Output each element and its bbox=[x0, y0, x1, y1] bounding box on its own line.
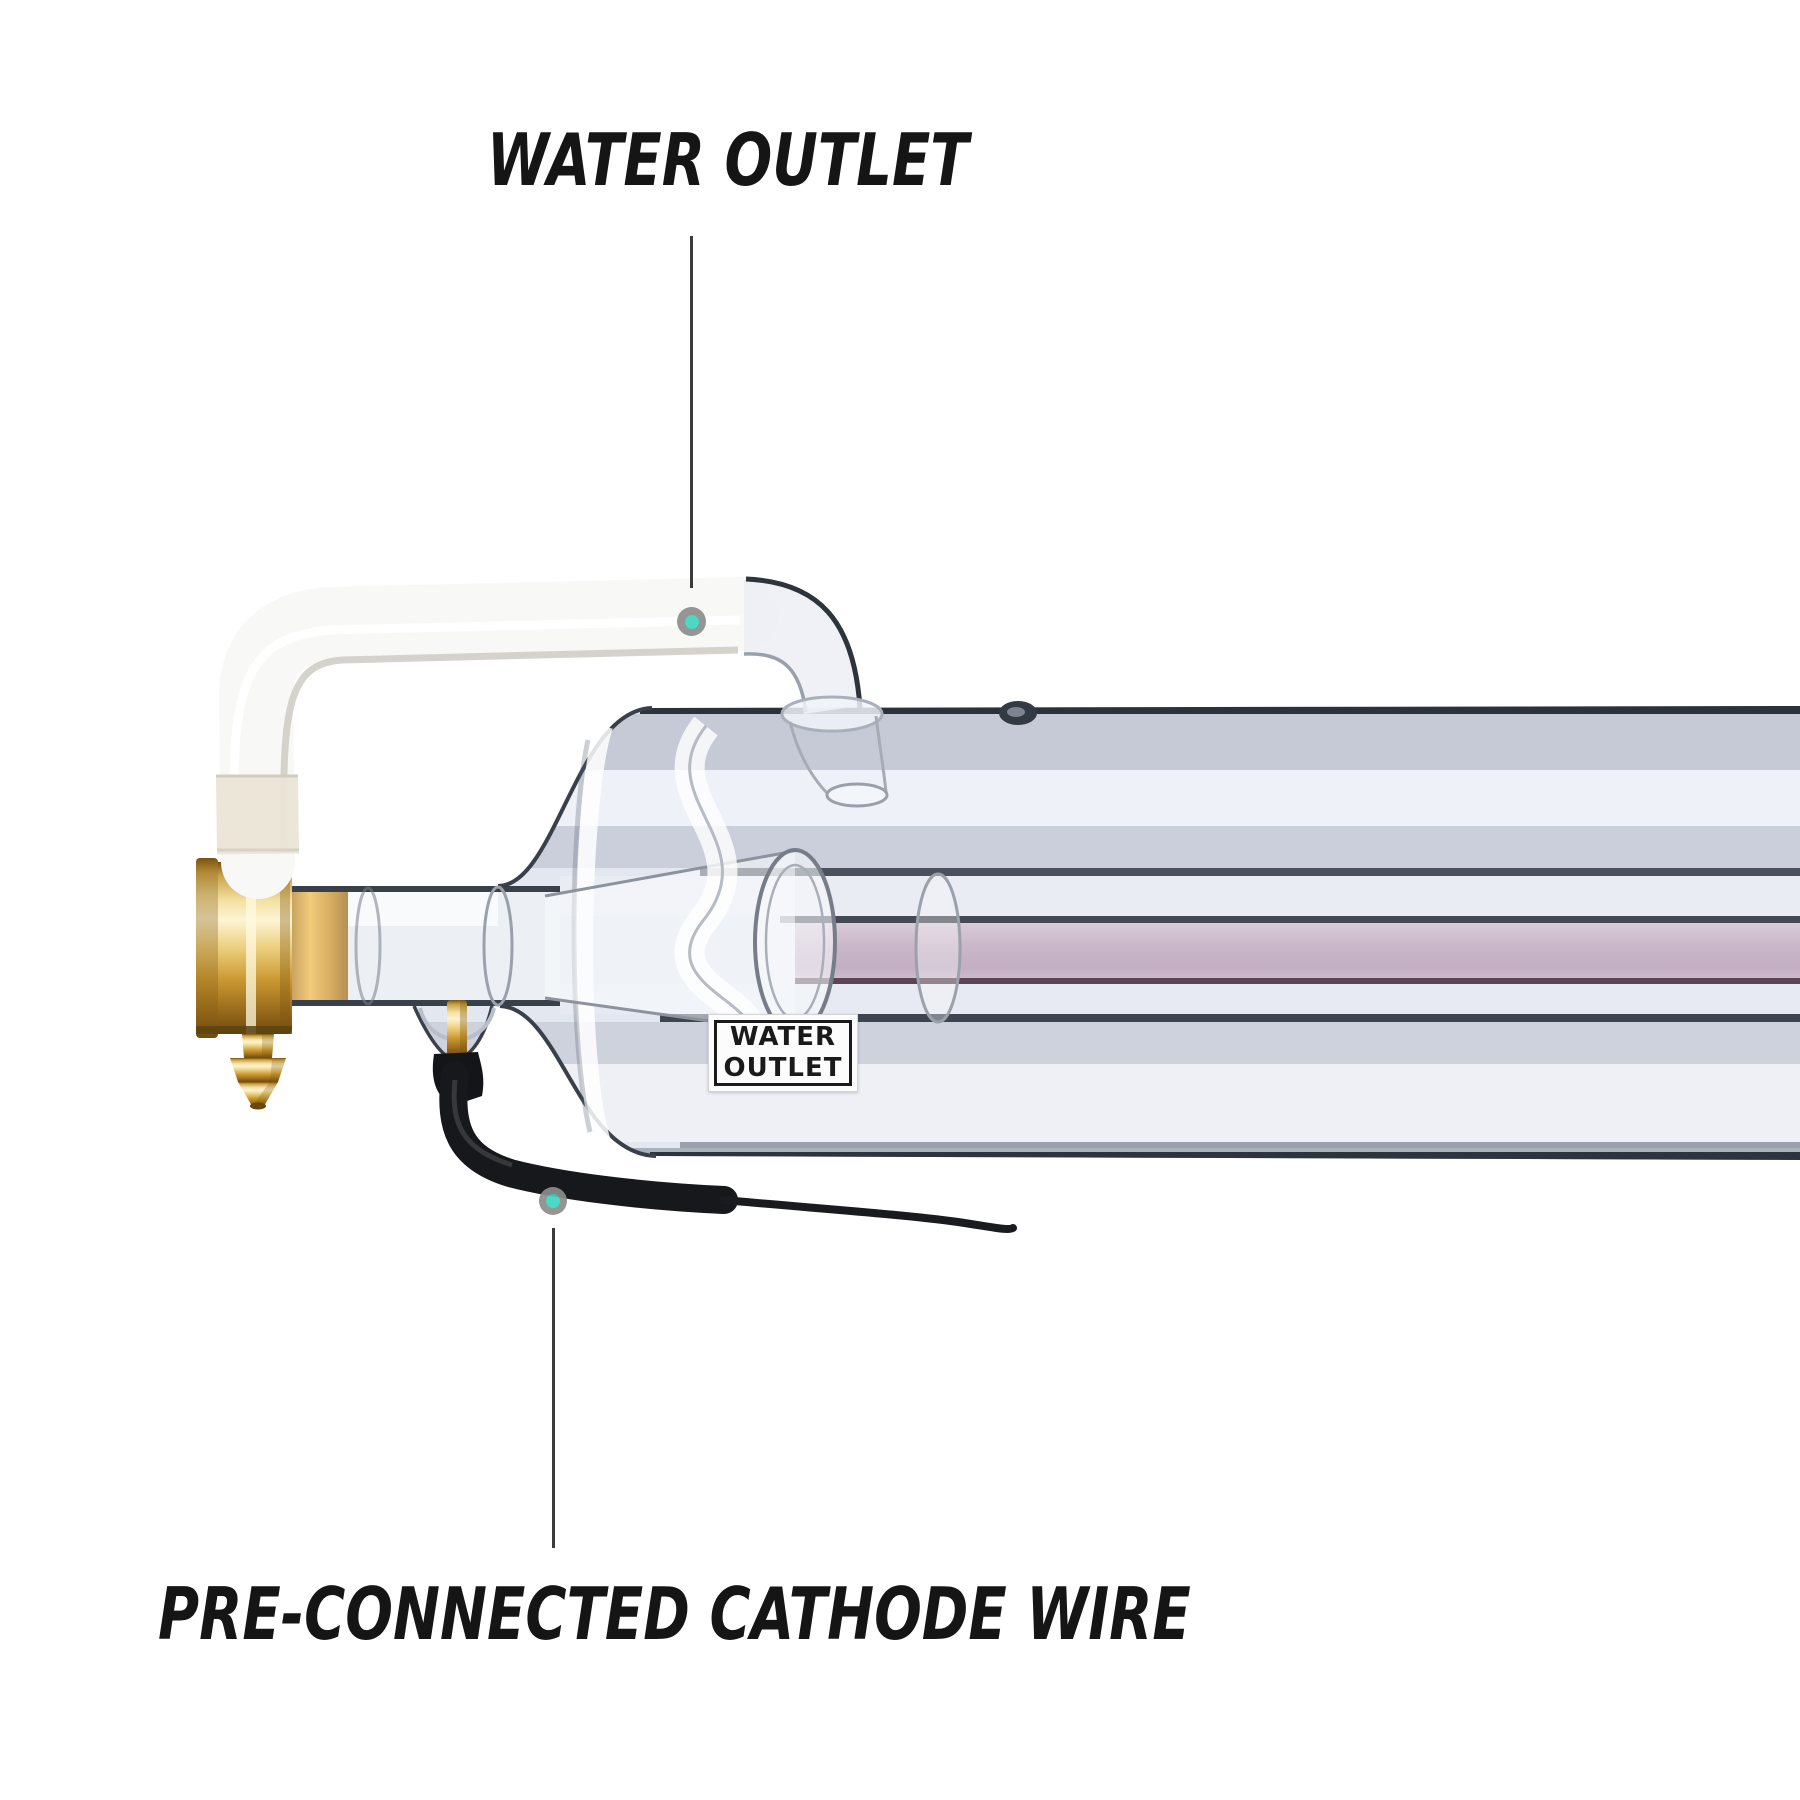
seal-stub bbox=[999, 701, 1037, 725]
hose-joint-sleeve bbox=[216, 774, 299, 855]
glass-tube-body bbox=[290, 706, 1800, 1160]
cathode-wire-label: PRE-CONNECTED CATHODE WIRE bbox=[158, 1572, 1191, 1656]
barb-nozzle bbox=[230, 1034, 286, 1110]
water-outlet-marker-dot bbox=[677, 607, 706, 636]
glass-elbow bbox=[743, 576, 889, 808]
marker-dot-center bbox=[546, 1194, 560, 1208]
cathode-wire-marker-dot bbox=[539, 1187, 567, 1215]
water-outlet-hose bbox=[216, 577, 779, 899]
water-outlet-sticker: WATER OUTLET bbox=[708, 1014, 858, 1092]
water-outlet-label: WATER OUTLET bbox=[487, 118, 969, 202]
water-outlet-sticker-text: WATER OUTLET bbox=[714, 1020, 852, 1086]
inner-bore-and-funnel bbox=[544, 716, 962, 1036]
cathode-wire-callout-line bbox=[552, 1228, 555, 1548]
brass-end-cap bbox=[196, 858, 292, 1110]
sticker-line-1: WATER bbox=[729, 1022, 837, 1053]
cathode-wire bbox=[432, 1052, 1017, 1234]
sticker-line-2: OUTLET bbox=[723, 1053, 843, 1083]
water-outlet-callout-line bbox=[690, 236, 693, 588]
marker-dot-center bbox=[684, 614, 699, 629]
